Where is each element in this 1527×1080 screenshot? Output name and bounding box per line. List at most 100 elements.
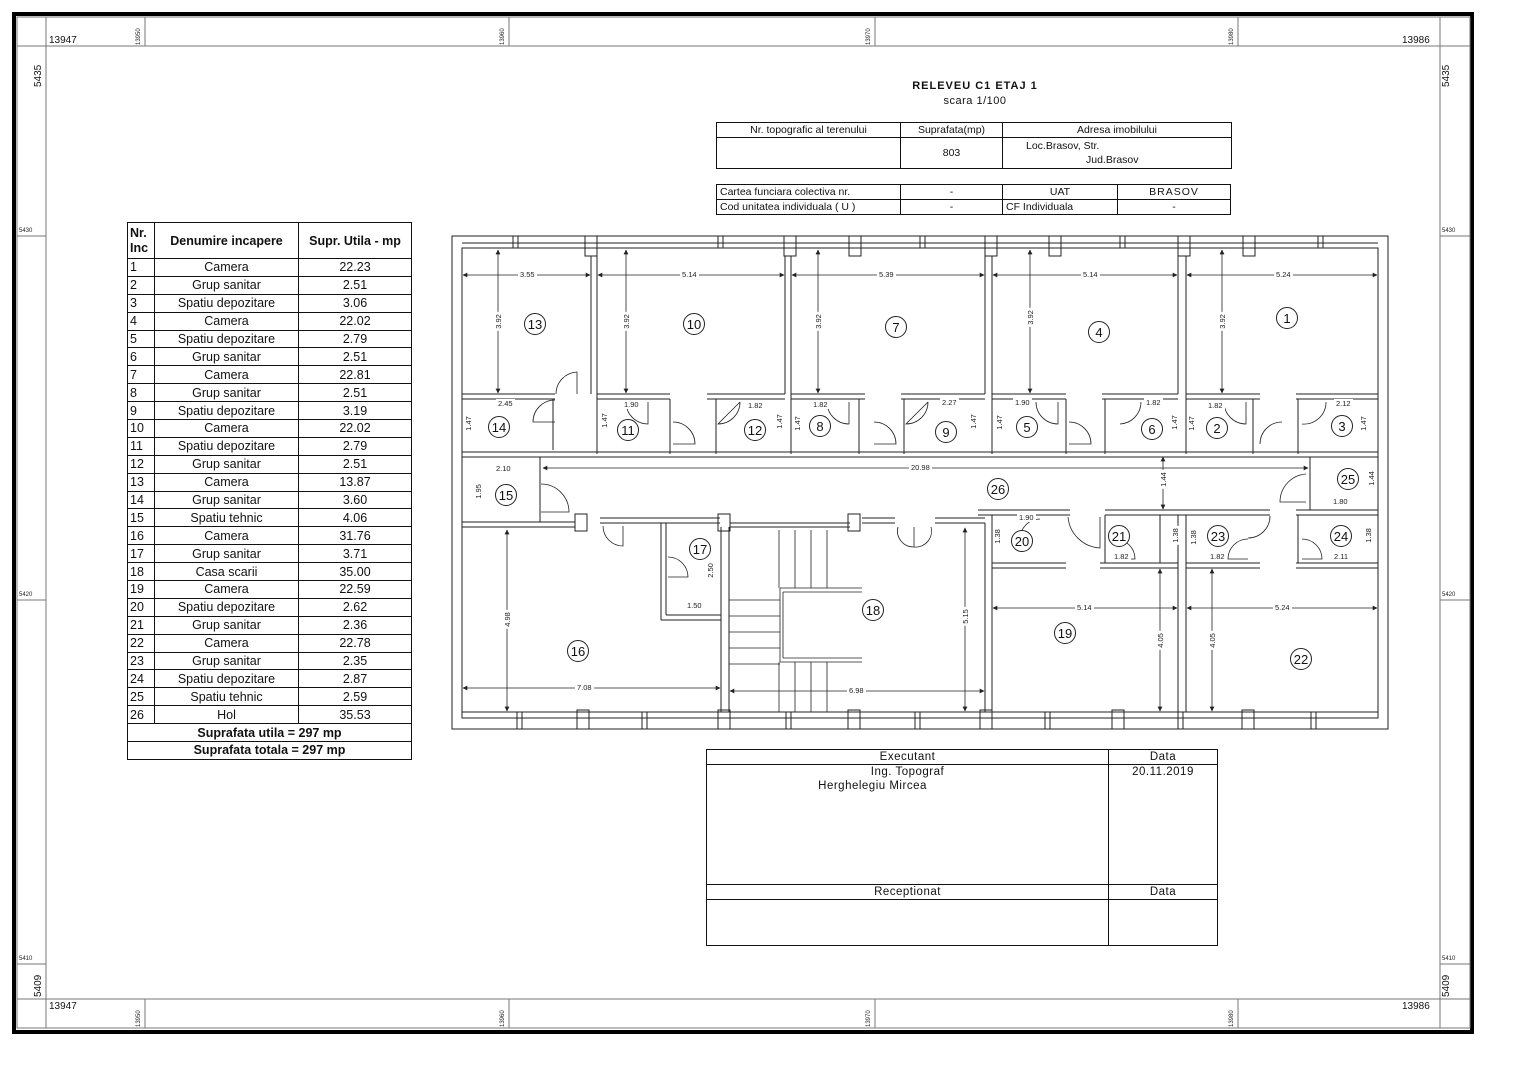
- y-tick-5430-right: 5430: [1442, 228, 1456, 234]
- dimension-label: 1.82: [1144, 398, 1163, 407]
- document-scale: scara 1/100: [943, 95, 1007, 107]
- executant-name: Herghelegiu Mircea: [818, 780, 927, 792]
- room-name-cell: Camera: [154, 633, 299, 653]
- coord-bottom-left-x: 13947: [49, 1001, 77, 1012]
- dimension-label: 4.98: [502, 610, 512, 629]
- dimension-label: 1.82: [811, 400, 830, 409]
- room-area-cell: 22.59: [298, 580, 412, 599]
- drawing-frame-border: [12, 12, 1474, 1034]
- room-number-marker: 7: [885, 316, 907, 338]
- header-suprafata-utila: Supr. Utila - mp: [298, 222, 412, 259]
- header-receptionat: Receptionat: [706, 884, 1109, 900]
- cod-unitate-label: Cod unitatea individuala ( U ): [716, 199, 901, 215]
- room-number-marker: 15: [495, 484, 517, 506]
- cf-individuala-label: CF Individuala: [1002, 199, 1118, 215]
- room-name-cell: Camera: [154, 419, 299, 438]
- room-name-cell: Spatiu tehnic: [154, 687, 299, 707]
- room-number-marker: 9: [935, 421, 957, 443]
- dimension-label: 1.38: [1188, 528, 1198, 547]
- dimension-label: 2.45: [496, 399, 515, 408]
- value-suprafata: 803: [900, 137, 1003, 169]
- executant-cell: Ing. Topograf Herghelegiu Mircea: [706, 764, 1109, 885]
- dimension-label: 3.92: [813, 312, 823, 331]
- coord-top-right-x: 13986: [1402, 35, 1430, 46]
- dimension-label: 2.27: [940, 398, 959, 407]
- dimension-label: 1.90: [1017, 513, 1036, 522]
- dimension-label: 1.44: [1158, 470, 1168, 489]
- dimension-label: 1.82: [1206, 401, 1225, 410]
- adresa-line-2: Jud.Brasov: [1086, 154, 1139, 166]
- header-executant-data: Data: [1108, 749, 1218, 765]
- dimension-label: 4.05: [1207, 631, 1217, 650]
- room-number-marker: 16: [567, 640, 589, 662]
- dimension-label: 1.38: [992, 527, 1002, 546]
- land-info-table: Nr. topografic al terenului Suprafata(mp…: [716, 122, 1232, 169]
- dimension-label: 3.92: [1025, 308, 1035, 327]
- header-nr-inc: Nr. Inc: [127, 222, 155, 259]
- header-receptionat-data: Data: [1108, 884, 1218, 900]
- room-number-marker: 2: [1206, 417, 1228, 439]
- room-number-marker: 24: [1330, 525, 1352, 547]
- dimension-label: 1.50: [685, 601, 704, 610]
- cf-individuala-value: -: [1117, 199, 1231, 215]
- dimension-label: 1.90: [1013, 398, 1032, 407]
- room-number-cell: 17: [127, 544, 155, 564]
- dimension-label: 1.38: [1170, 526, 1180, 545]
- room-area-cell: 2.36: [298, 615, 412, 635]
- room-number-marker: 6: [1141, 418, 1163, 440]
- dimension-label: 2.12: [1334, 399, 1353, 408]
- header-denumire: Denumire incapere: [154, 222, 299, 259]
- dimension-label: 1.90: [622, 400, 641, 409]
- dimension-label: 1.80: [1331, 497, 1350, 506]
- dimension-label: 1.44: [1366, 469, 1376, 488]
- dimension-label: 20.98: [909, 463, 932, 472]
- dimension-label: 1.47: [599, 411, 609, 430]
- room-area-cell: 3.71: [298, 544, 412, 564]
- dimension-label: 1.47: [968, 412, 978, 431]
- room-number-cell: 23: [127, 651, 155, 671]
- header-nr-topografic: Nr. topografic al terenului: [716, 122, 901, 138]
- room-number-marker: 5: [1016, 416, 1038, 438]
- dimension-label: 7.08: [575, 683, 594, 692]
- dimension-label: 5.24: [1274, 270, 1293, 279]
- room-number-marker: 13: [524, 313, 546, 335]
- header-executant: Executant: [706, 749, 1109, 765]
- room-number-marker: 8: [809, 415, 831, 437]
- rooms-table: Nr. Inc Denumire incapere Supr. Utila - …: [127, 222, 412, 760]
- room-area-cell: 22.02: [298, 311, 412, 331]
- total-total: Suprafata totala = 297 mp: [127, 741, 412, 760]
- cf-info-table: Cartea funciara colectiva nr. - UAT BRAS…: [716, 184, 1231, 215]
- y-tick-5420-right: 5420: [1442, 592, 1456, 598]
- dimension-label: 3.92: [621, 312, 631, 331]
- room-number-marker: 4: [1088, 321, 1110, 343]
- room-number-marker: 22: [1290, 648, 1312, 670]
- coord-bottom-right-x: 13986: [1402, 1001, 1430, 1012]
- receptionat-value: [706, 899, 1109, 946]
- dimension-label: 1.47: [463, 414, 473, 433]
- dimension-label: 5.39: [877, 270, 896, 279]
- y-tick-5420-left: 5420: [19, 592, 33, 598]
- room-area-cell: 2.79: [298, 329, 412, 349]
- room-number-marker: 12: [744, 419, 766, 441]
- adresa-line-1: Loc.Brasov, Str.: [1026, 140, 1100, 152]
- room-number-marker: 21: [1108, 525, 1130, 547]
- dimension-label: 4.05: [1155, 631, 1165, 650]
- room-name-cell: Camera: [154, 258, 299, 277]
- room-number-marker: 18: [862, 599, 884, 621]
- dimension-label: 5.15: [960, 607, 970, 626]
